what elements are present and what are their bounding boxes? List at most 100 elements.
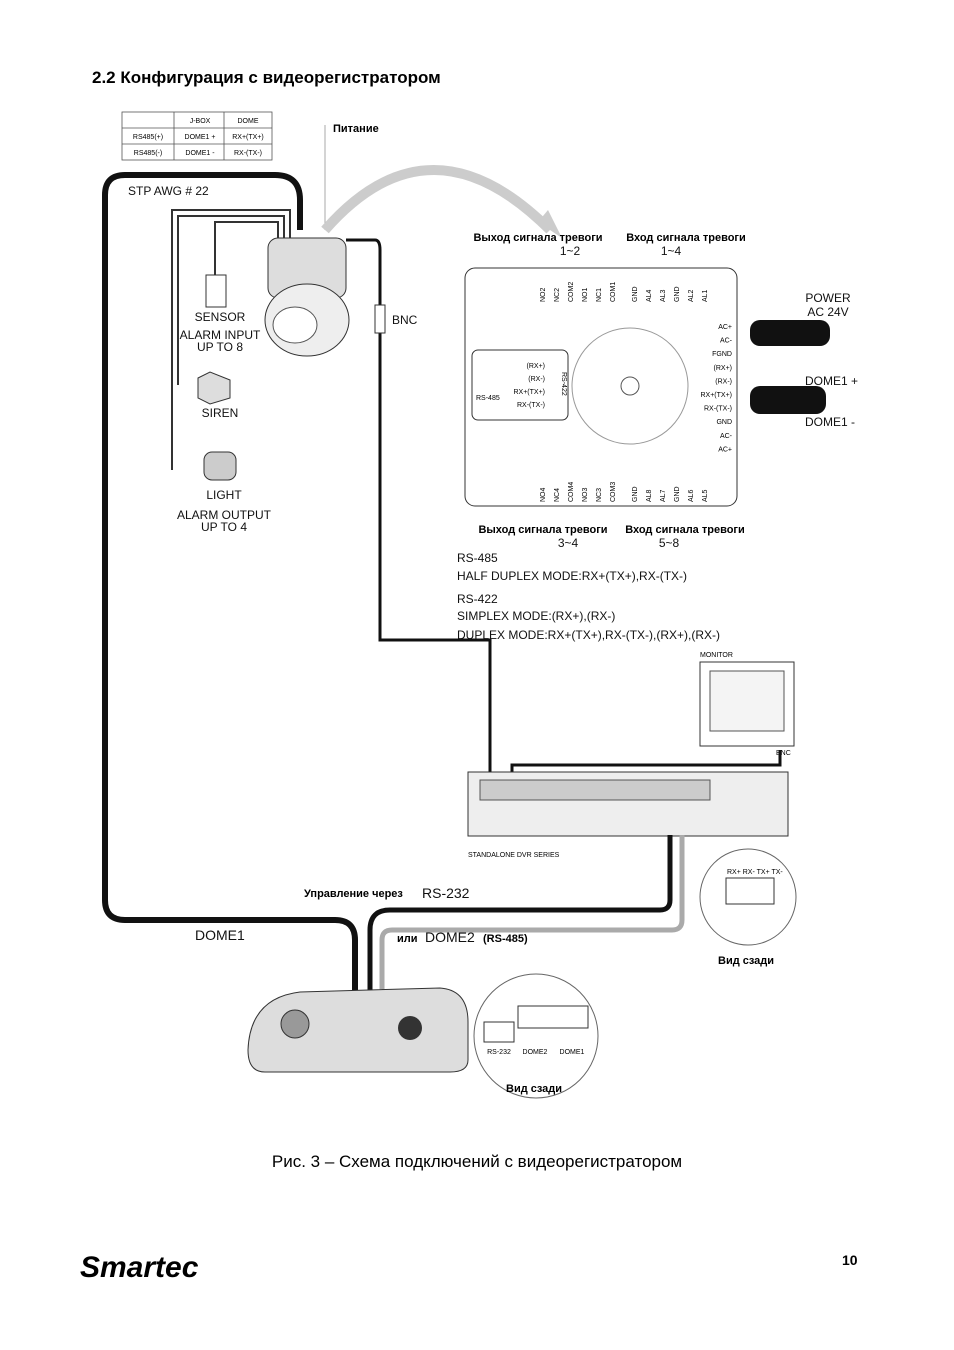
table-cell: RX-(TX-) — [234, 150, 262, 157]
rear-rs232-port — [483, 1021, 515, 1043]
jbox-terminal-label: (RX-) — [528, 376, 545, 383]
jbox-terminal-label: AL2 — [688, 289, 695, 302]
dome2-label: DOME2 — [425, 929, 475, 945]
jbox-terminal-label: NO1 — [582, 288, 589, 303]
jbox-terminal-label: RX+(TX+) — [700, 392, 732, 399]
jbox-terminal-label: GND — [632, 486, 639, 502]
jbox-terminal-label: GND — [674, 486, 681, 502]
rs485-half-duplex: HALF DUPLEX MODE:RX+(TX+),RX-(TX-) — [457, 569, 687, 583]
jbox-terminal-label: (RX-) — [715, 378, 732, 385]
dvr-unit — [467, 771, 789, 837]
table-header-dome: DOME — [238, 118, 259, 125]
table-cell: DOME1 - — [185, 150, 215, 157]
alarm-in-58-label: Вход сигнала тревоги — [625, 524, 745, 536]
light-label: LIGHT — [206, 488, 242, 502]
jbox-terminal-label: AC- — [720, 433, 733, 440]
alarm-out-34-range: 3~4 — [558, 536, 579, 550]
dome-camera — [264, 237, 350, 357]
jbox-terminal-label: AL1 — [702, 289, 709, 302]
alarm-out-34-label: Выход сигнала тревоги — [478, 524, 607, 536]
table-cell: RS485(-) — [134, 150, 162, 157]
alarm-out-12-label: Выход сигнала тревоги — [473, 232, 602, 244]
jbox-terminal-label: AL6 — [688, 489, 695, 502]
bnc-cable — [346, 238, 500, 802]
alarm-in-58-range: 5~8 — [659, 536, 680, 550]
table-cell: RX+(TX+) — [232, 134, 264, 141]
jbox-terminal-label: NC4 — [554, 488, 561, 502]
light-icon — [203, 451, 237, 481]
jbox-terminal-label: NO4 — [540, 488, 547, 503]
rear-view-label-2: Вид сзади — [506, 1083, 562, 1095]
siren-label: SIREN — [202, 406, 239, 420]
dome1-plus-label: DOME1 + — [805, 374, 858, 388]
siren-icon — [197, 371, 231, 405]
sensor-icon — [205, 274, 227, 308]
dvr-label: STANDALONE DVR SERIES — [468, 852, 560, 859]
arrow-arc — [321, 165, 554, 234]
keyboard-rear-view — [473, 973, 599, 1099]
table-cell: RS485(+) — [133, 134, 163, 141]
jbox-right-terminals: AC+AC-FGND(RX+)(RX-)RX+(TX+)RX-(TX-)GNDA… — [700, 324, 732, 453]
arrow-head — [538, 210, 562, 238]
monitor-icon — [699, 661, 795, 747]
jbox-terminal-label: RX+(TX+) — [513, 389, 545, 396]
sensor-wiring — [171, 209, 291, 470]
rear-view-label-1: Вид сзади — [718, 955, 774, 967]
connection-diagram: J-BOX DOME RS485(+) DOME1 + RX+(TX+) RS4… — [102, 111, 858, 1099]
jbox-terminal-label: NC1 — [596, 288, 603, 302]
rs422-title: RS-422 — [457, 592, 498, 606]
jbox-rs485-label: RS-485 — [476, 395, 500, 402]
jbox-terminal-label: FGND — [712, 351, 732, 358]
jbox-terminal-label: COM1 — [610, 282, 617, 302]
jbox-terminal-label: NC3 — [596, 488, 603, 502]
dome1-label: DOME1 — [195, 927, 245, 943]
bnc-label: BNC — [392, 313, 418, 327]
wiring-table: J-BOX DOME RS485(+) DOME1 + RX+(TX+) RS4… — [121, 111, 273, 161]
logo-text: Smartec — [80, 1251, 199, 1284]
figure-caption: Рис. 3 – Схема подключений с видеорегист… — [271, 1152, 683, 1171]
dome1-minus-label: DOME1 - — [805, 415, 855, 429]
rs485-title: RS-485 — [457, 551, 498, 565]
rs422-simplex: SIMPLEX MODE:(RX+),(RX-) — [457, 609, 615, 623]
junction-box — [464, 267, 738, 507]
power-label: POWER — [805, 291, 851, 305]
smartec-logo: Smartec — [80, 1251, 199, 1284]
dome2-prefix: или — [397, 933, 418, 945]
alarm-input-count: UP TO 8 — [197, 340, 243, 354]
alarm-output-label: ALARM OUTPUT — [177, 508, 272, 522]
jbox-terminal-label: NO2 — [540, 288, 547, 303]
alarm-in-14-range: 1~4 — [661, 244, 682, 258]
page-number: 10 — [842, 1252, 858, 1268]
rear-terminal-block — [517, 1005, 589, 1029]
dome2-suffix: (RS-485) — [483, 933, 528, 945]
rear-rs232-label: RS-232 — [487, 1049, 511, 1056]
dome2-cable — [379, 835, 685, 1010]
jbox-rs422-label: RS-422 — [560, 372, 567, 396]
section-heading: 2.2 Конфигурация с видеорегистратором — [92, 68, 441, 87]
rear-dome1-label: DOME1 — [560, 1049, 585, 1056]
jbox-terminal-label: AL3 — [660, 289, 667, 302]
jbox-terminal-label: (RX+) — [527, 363, 545, 370]
dome1-cable — [102, 172, 358, 1010]
rs422-duplex: DUPLEX MODE:RX+(TX+),RX-(TX-),(RX+),(RX-… — [457, 628, 720, 642]
jbox-terminal-label: AL7 — [660, 489, 667, 502]
jbox-terminal-label: AC- — [720, 338, 733, 345]
alarm-in-14-label: Вход сигнала тревоги — [626, 232, 746, 244]
power-plug-icon — [750, 320, 830, 346]
monitor-bnc-label: BNC — [776, 750, 791, 757]
table-header-jbox: J-BOX — [190, 118, 211, 125]
jbox-terminal-label: COM4 — [568, 482, 575, 502]
keyboard-controller — [247, 987, 469, 1073]
jbox-terminal-label: NC2 — [554, 288, 561, 302]
jbox-terminal-label: AC+ — [718, 446, 732, 453]
power-voltage: AC 24V — [807, 305, 848, 319]
sensor-label: SENSOR — [195, 310, 246, 324]
power-label: Питание — [333, 123, 379, 135]
stp-label: STP AWG # 22 — [128, 184, 209, 198]
jbox-terminal-label: NO3 — [582, 488, 589, 503]
dvr-terminal-block — [725, 877, 775, 905]
alarm-output-count: UP TO 4 — [201, 520, 247, 534]
jbox-terminal-label: RX-(TX-) — [517, 402, 545, 409]
rear-dome2-label: DOME2 — [523, 1049, 548, 1056]
